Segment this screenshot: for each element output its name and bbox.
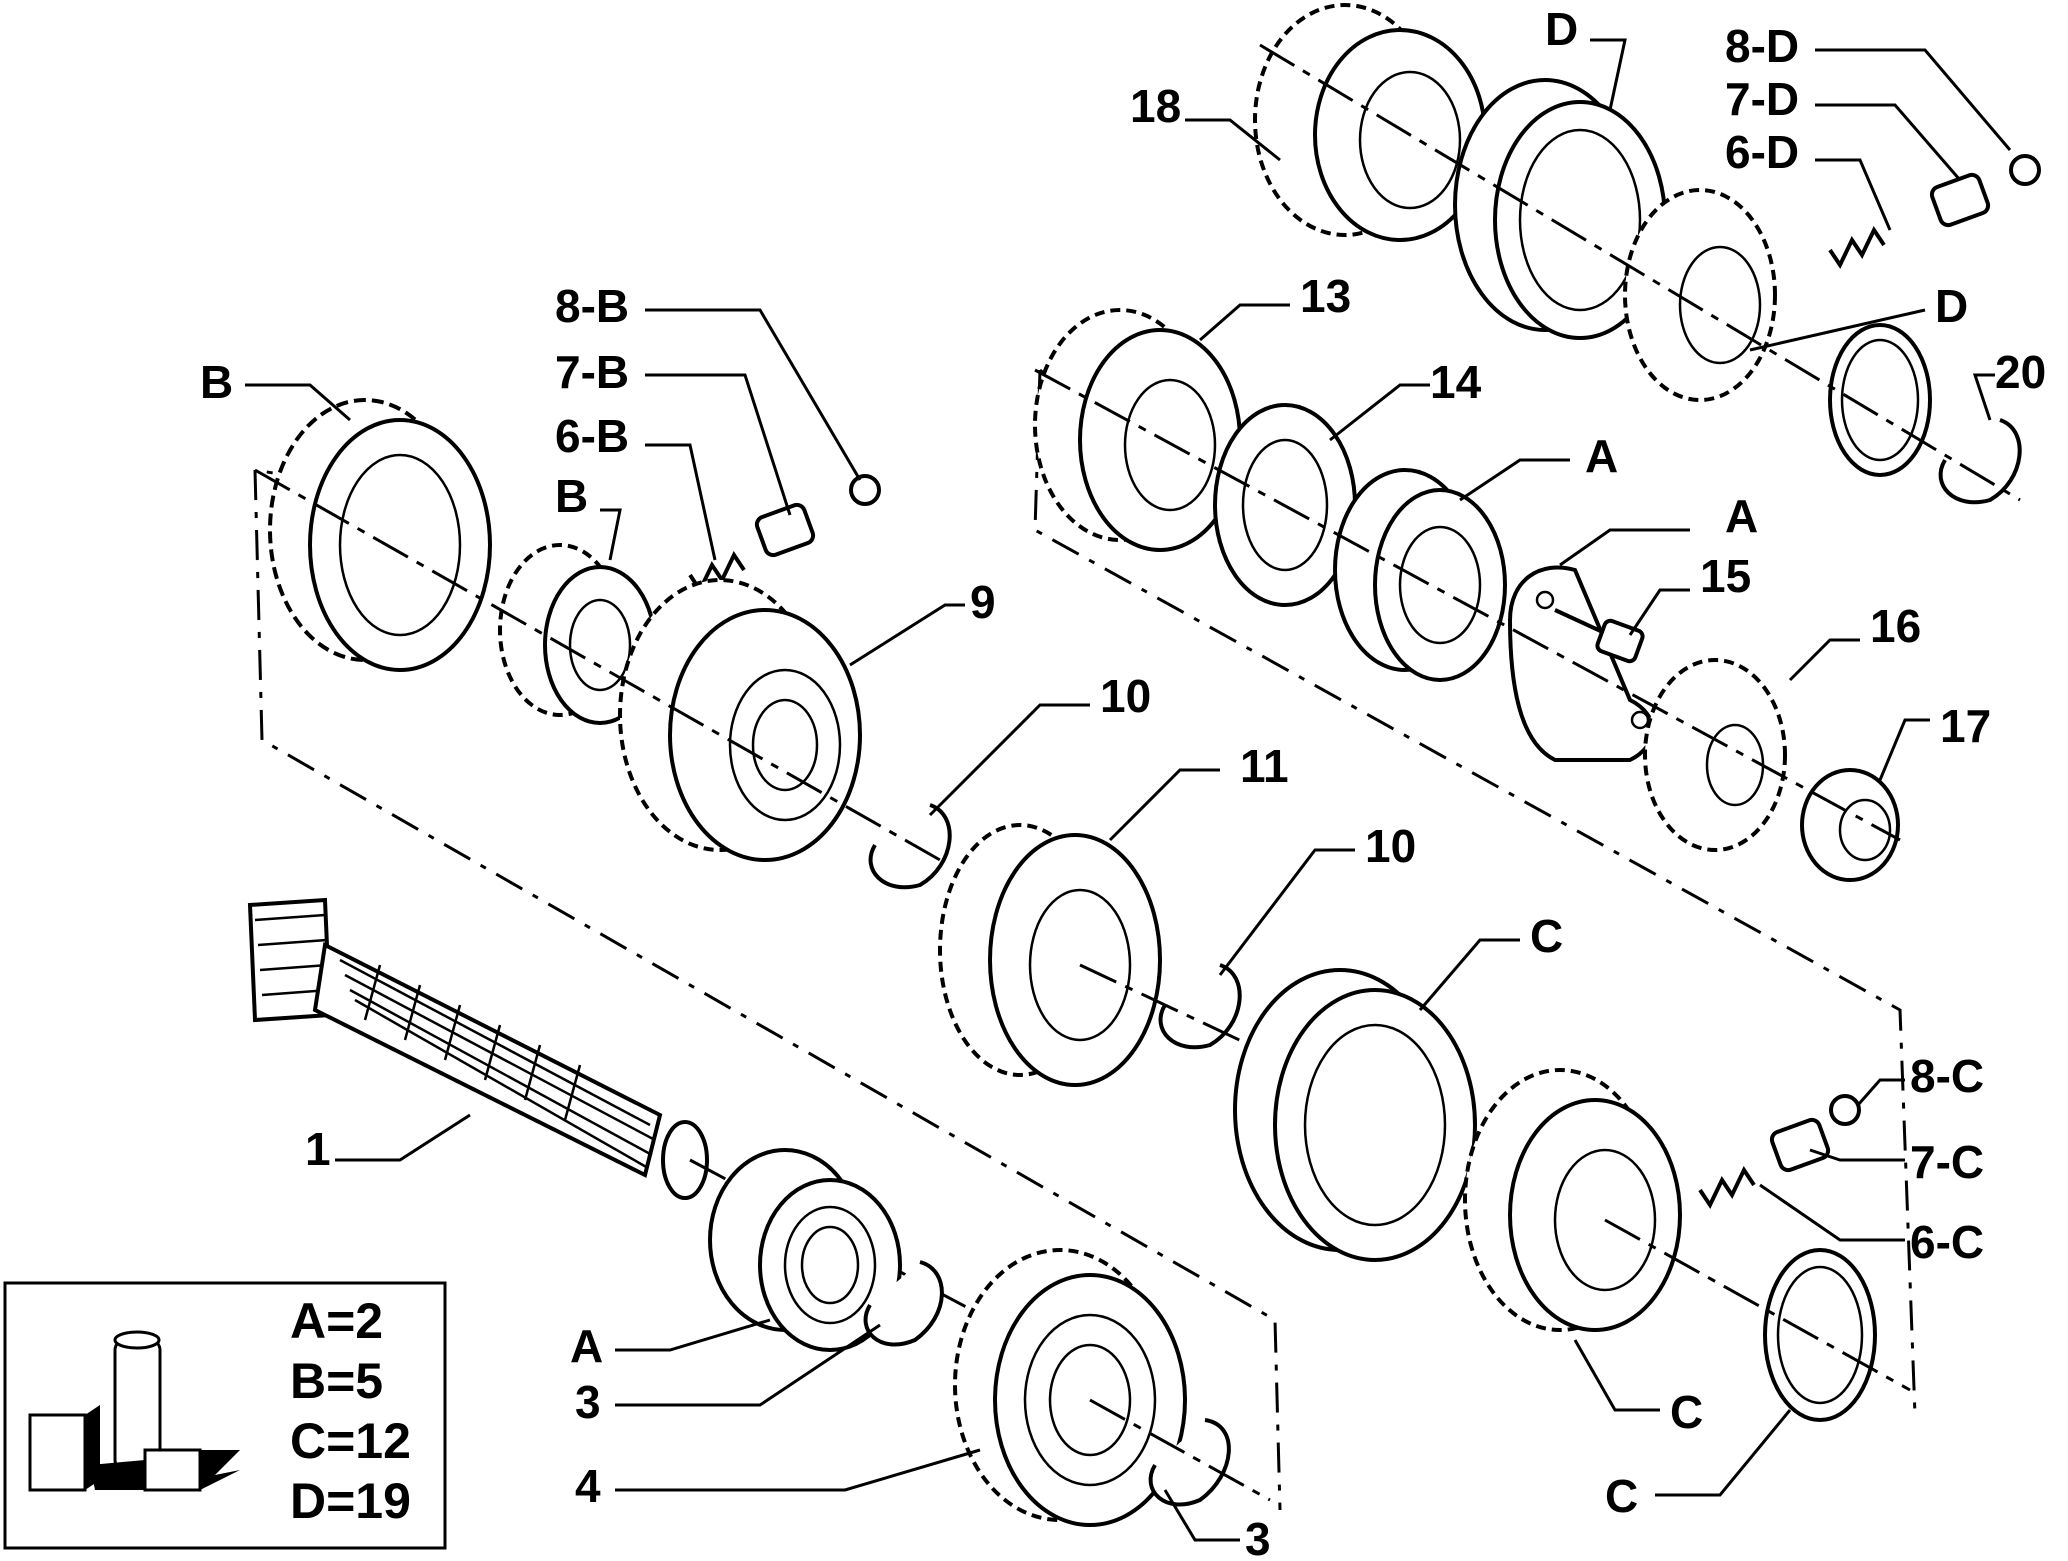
legend-item-a: A=2 [290, 1293, 383, 1349]
synchro-ring-b [268, 398, 492, 672]
label-b-hub: B [555, 470, 588, 522]
label-17: 17 [1940, 700, 1991, 752]
leader-lines [245, 38, 2012, 1542]
bearing-a-lower [708, 1148, 902, 1352]
label-16: 16 [1870, 600, 1921, 652]
ball-8-d [2009, 154, 2041, 186]
label-10-a: 10 [1100, 670, 1151, 722]
circlip-20 [1259, 43, 2022, 505]
label-7-c: 7-C [1910, 1136, 1984, 1188]
label-a-bearing: A [570, 1320, 603, 1372]
fiat-lubricant-icon [28, 1330, 240, 1492]
label-c-top: C [1530, 910, 1563, 962]
gear-11 [938, 823, 1162, 1087]
label-14: 14 [1430, 356, 1482, 408]
label-8-b: 8-B [555, 280, 629, 332]
label-4: 4 [575, 1460, 601, 1512]
label-3-b: 3 [1245, 1513, 1271, 1561]
label-6-d: 6-D [1725, 126, 1799, 178]
ball-8-b [849, 474, 881, 506]
label-10-b: 10 [1365, 820, 1416, 872]
circlip-3-upper [863, 1260, 944, 1347]
gear-13 [1033, 308, 1242, 552]
synchro-hub-d [1623, 188, 1777, 402]
legend-item-c: C=12 [290, 1413, 411, 1469]
label-a-mid: A [1725, 490, 1758, 542]
label-8-d: 8-D [1725, 20, 1799, 72]
part-labels: 18 D 8-D 7-D 6-D D 20 13 14 A A 15 16 17… [200, 3, 2046, 1561]
circlip-3-lower [1089, 1398, 1271, 1507]
bearing-a-upper [1333, 468, 1507, 682]
label-9: 9 [970, 576, 996, 628]
label-c-ring: C [1605, 1470, 1638, 1522]
sync-cone-c [1604, 1218, 1911, 1422]
nut-17 [1034, 368, 1901, 882]
label-8-c: 8-C [1910, 1050, 1984, 1102]
sync-cone-d [1828, 323, 1932, 477]
legend-item-b: B=5 [290, 1353, 383, 1409]
label-6-c: 6-C [1910, 1216, 1984, 1268]
gear-16 [1643, 658, 1787, 852]
plunger-7-c [1769, 1117, 1831, 1173]
plunger-7-b [754, 502, 816, 558]
synchro-ring-c [1233, 968, 1477, 1262]
label-15: 15 [1700, 550, 1751, 602]
label-7-b: 7-B [555, 346, 629, 398]
gear-9 [618, 578, 862, 862]
label-d-top: D [1545, 3, 1578, 55]
synchro-hub-c [1463, 1068, 1682, 1332]
label-13: 13 [1300, 270, 1351, 322]
synchro-ring-d [1453, 78, 1667, 340]
spring-6-d [1828, 225, 1886, 270]
label-20: 20 [1995, 346, 2046, 398]
ball-8-c [1829, 1094, 1861, 1126]
label-11: 11 [1240, 740, 1289, 792]
legend-box: A=2 B=5 C=12 D=19 [3, 1281, 447, 1550]
label-d-right: D [1935, 280, 1968, 332]
circlip-10-b [1079, 963, 1251, 1050]
main-shaft [247, 897, 1001, 1327]
label-b-left: B [200, 356, 233, 408]
legend-item-d: D=19 [290, 1473, 411, 1529]
label-3-a: 3 [575, 1376, 601, 1428]
label-7-d: 7-D [1725, 73, 1799, 125]
circlip-10-a [254, 468, 952, 890]
plunger-7-d [1929, 172, 1991, 228]
label-a-top: A [1585, 430, 1618, 482]
gear-18 [1253, 3, 1487, 242]
spring-6-c [1698, 1165, 1756, 1210]
label-c-hub: C [1670, 1386, 1703, 1438]
label-18: 18 [1130, 80, 1181, 132]
label-6-b: 6-B [555, 410, 629, 462]
label-1: 1 [305, 1123, 331, 1175]
retaining-plate-a [1507, 565, 1655, 762]
